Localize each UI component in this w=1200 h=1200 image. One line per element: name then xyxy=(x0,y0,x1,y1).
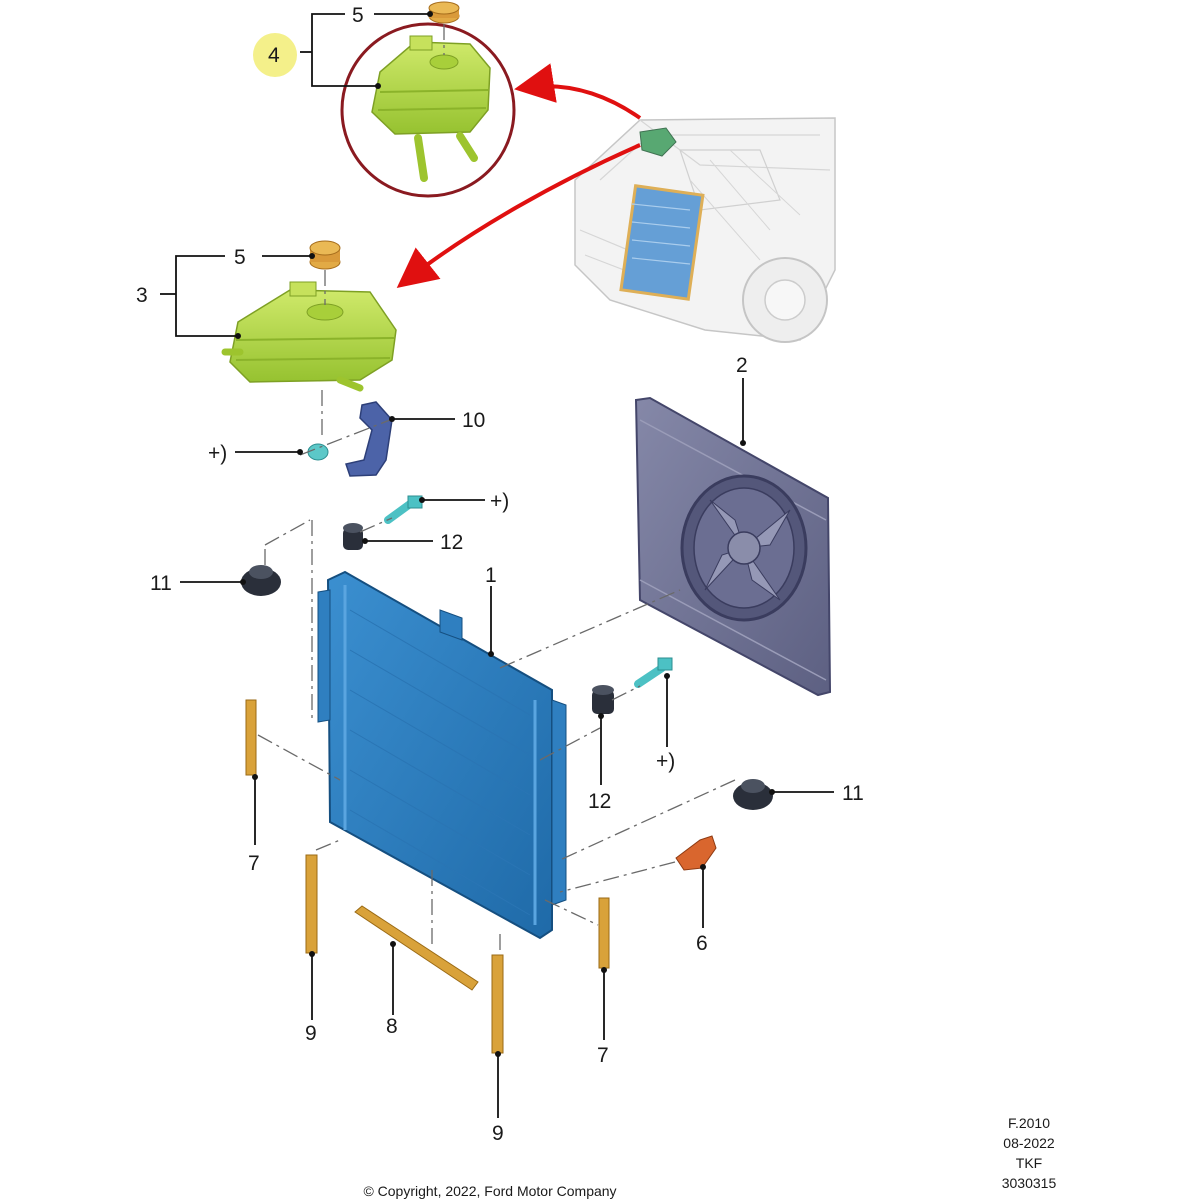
detail-circle xyxy=(340,22,516,198)
callout-5-top: 5 xyxy=(352,4,364,27)
callout-plus-12-bottom: +) xyxy=(656,750,675,773)
fan-shroud-2 xyxy=(634,396,832,697)
callout-2: 2 xyxy=(736,354,748,377)
seal-8 xyxy=(354,905,479,991)
reference-line-1: F.2010 xyxy=(1008,1115,1050,1131)
reference-line-2: 08-2022 xyxy=(1003,1135,1055,1151)
coolant-tank-4 xyxy=(371,35,491,182)
mount-11-right xyxy=(733,779,773,810)
coolant-tank-3 xyxy=(221,281,397,392)
callout-5-mid: 5 xyxy=(234,246,246,269)
arrow-to-tank-4 xyxy=(514,63,642,120)
callout-plus-10: +) xyxy=(208,442,227,465)
callout-7-right: 7 xyxy=(597,1044,609,1067)
clip-plus-10 xyxy=(307,443,329,461)
reference-line-3: TKF xyxy=(1016,1155,1042,1171)
radiator-1 xyxy=(317,570,567,940)
bushing-12-top xyxy=(343,523,363,550)
arrow-to-tank-3 xyxy=(396,143,641,288)
callout-6: 6 xyxy=(696,932,708,955)
callout-11-left: 11 xyxy=(150,572,172,595)
seal-9-bottom xyxy=(491,954,504,1054)
bracket-10 xyxy=(345,401,393,477)
callout-8: 8 xyxy=(386,1015,398,1038)
leader-dots xyxy=(235,11,775,1057)
seal-7-right xyxy=(598,897,610,969)
callout-7-left: 7 xyxy=(248,852,260,875)
callout-10: 10 xyxy=(462,409,485,432)
mount-11-left xyxy=(241,565,281,596)
callout-12-top: 12 xyxy=(440,531,463,554)
vehicle-location-view xyxy=(574,117,836,343)
leader-lines xyxy=(160,13,834,1118)
reference-block: F.2010 08-2022 TKF 3030315 xyxy=(1002,1115,1057,1191)
cap-5-mid xyxy=(309,240,341,270)
seal-9-left xyxy=(305,854,318,954)
highlight-4 xyxy=(253,33,297,77)
seal-7-left xyxy=(245,699,257,776)
callout-9-left: 9 xyxy=(305,1022,317,1045)
cap-5-top xyxy=(428,1,460,24)
bolt-plus-12-top xyxy=(384,495,423,524)
reference-line-4: 3030315 xyxy=(1002,1175,1057,1191)
bushing-12-bottom xyxy=(592,685,614,714)
sensor-6 xyxy=(675,835,717,871)
callout-1: 1 xyxy=(485,564,497,587)
bolt-plus-12-bottom xyxy=(634,657,673,688)
vehicle-tank-highlight xyxy=(639,127,677,157)
callout-4: 4 xyxy=(268,44,280,67)
callout-9-bottom: 9 xyxy=(492,1122,504,1145)
callout-plus-12-top: +) xyxy=(490,490,509,513)
copyright-notice: © Copyright, 2022, Ford Motor Company xyxy=(363,1183,616,1199)
callout-3: 3 xyxy=(136,284,148,307)
callout-11-right: 11 xyxy=(842,782,864,805)
callout-12-bottom: 12 xyxy=(588,790,611,813)
